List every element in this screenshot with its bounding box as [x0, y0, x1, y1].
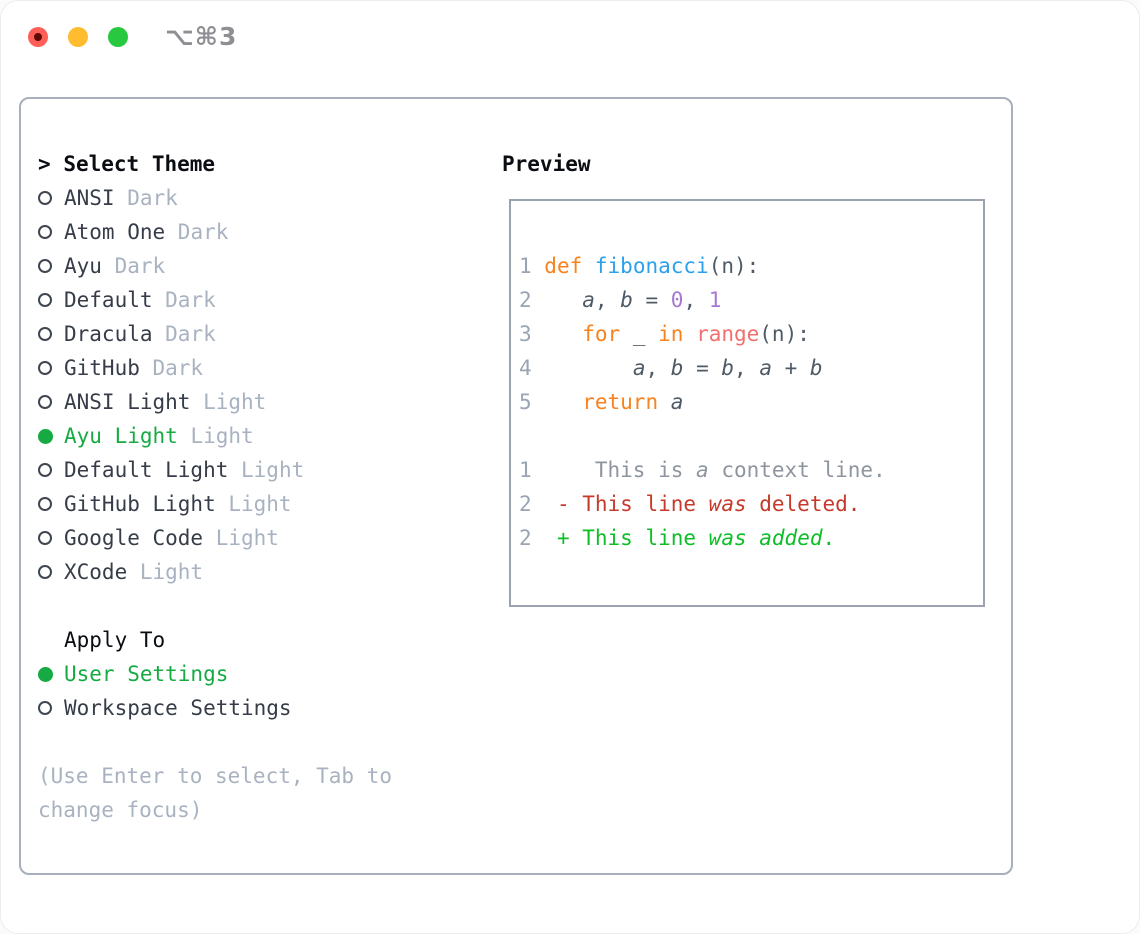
option-label: GitHub Light [64, 492, 216, 516]
radio-icon [38, 395, 52, 409]
zoom-button[interactable] [108, 27, 128, 47]
radio-slot [38, 701, 64, 715]
option-variant-tag: Dark [165, 220, 229, 244]
spacer [38, 725, 392, 759]
minimize-button[interactable] [68, 27, 88, 47]
apply-to-header: Apply To [38, 623, 392, 657]
preview-pane: 1 def fibonacci(n): 2 a, b = 0, 1 3 for _ … [509, 199, 985, 607]
unsaved-dot-icon [34, 33, 42, 41]
theme-list: ANSI Dark Atom One Dark Ayu Dark Default… [38, 181, 392, 589]
radio-slot [38, 361, 64, 375]
radio-icon [38, 463, 52, 477]
hint-text-line1: (Use Enter to select, Tab to [38, 764, 393, 788]
theme-picker-title: Select Theme [63, 152, 216, 176]
option-variant-tag: Light [203, 526, 279, 550]
radio-icon [38, 293, 52, 307]
radio-slot [38, 293, 64, 307]
option-label: User Settings [64, 662, 229, 686]
option-variant-tag: Light [215, 492, 292, 516]
option-variant-tag: Dark [114, 186, 178, 210]
radio-slot [38, 497, 64, 511]
theme-option-default[interactable]: Default Dark [38, 283, 392, 317]
code-line: 2 a, b = 0, 1 [519, 288, 722, 312]
theme-picker-header: > Select Theme [38, 147, 392, 181]
titlebar: ⌥⌘3 [0, 0, 1140, 75]
code-line: 2 + This line was added. [519, 526, 836, 550]
option-label: Google Code [64, 526, 204, 550]
theme-option-ayu[interactable]: Ayu Dark [38, 249, 392, 283]
radio-icon [38, 259, 52, 273]
code-line: 2 - This line was deleted. [519, 492, 861, 516]
code-line: 1 This is a context line. [519, 458, 886, 482]
radio-slot [38, 259, 64, 273]
theme-option-github-light[interactable]: GitHub Light Light [38, 487, 392, 521]
theme-option-ayu-light[interactable]: Ayu Light Light [38, 419, 392, 453]
apply-to-list: User Settings Workspace Settings [38, 657, 392, 725]
apply-option-workspace-settings[interactable]: Workspace Settings [38, 691, 392, 725]
theme-option-default-light[interactable]: Default Light Light [38, 453, 392, 487]
theme-option-ansi[interactable]: ANSI Dark [38, 181, 392, 215]
radio-slot [38, 225, 64, 239]
option-variant-tag: Light [228, 458, 305, 482]
theme-option-dracula[interactable]: Dracula Dark [38, 317, 392, 351]
option-label: Default [64, 288, 153, 312]
code-line: 1 def fibonacci(n): [519, 254, 760, 278]
option-label: Default Light [64, 458, 229, 482]
option-variant-tag: Light [127, 560, 204, 584]
theme-option-google-code[interactable]: Google Code Light [38, 521, 392, 555]
radio-icon [38, 225, 52, 239]
spacer [38, 589, 392, 623]
option-variant-tag: Light [177, 424, 254, 448]
code-line: 4 a, b = b, a + b [519, 356, 823, 380]
option-label: XCode [64, 560, 128, 584]
code-line [519, 419, 886, 453]
radio-icon [38, 531, 52, 545]
option-label: Dracula [64, 322, 153, 346]
option-label: Ayu Light [64, 424, 178, 448]
option-variant-tag: Dark [139, 356, 204, 380]
theme-picker: > Select Theme ANSI Dark Atom One Dark A… [38, 147, 392, 827]
code-line: 3 for _ in range(n): [519, 322, 810, 346]
radio-slot [38, 666, 64, 682]
option-label: GitHub [64, 356, 140, 380]
theme-option-ansi-light[interactable]: ANSI Light Light [38, 385, 392, 419]
option-label: ANSI [64, 186, 115, 210]
window-title: ⌥⌘3 [165, 22, 238, 51]
code-line: 5 return a [519, 390, 684, 414]
option-label: Workspace Settings [64, 696, 292, 720]
option-variant-tag: Dark [152, 322, 216, 346]
option-variant-tag: Light [190, 390, 267, 414]
apply-option-user-settings[interactable]: User Settings [38, 657, 392, 691]
theme-option-github[interactable]: GitHub Dark [38, 351, 392, 385]
option-label: Ayu [64, 254, 102, 278]
radio-slot [38, 327, 64, 341]
option-variant-tag: Dark [101, 254, 166, 278]
apply-to-title: Apply To [64, 628, 166, 652]
radio-slot [38, 463, 64, 477]
radio-icon [38, 666, 53, 682]
radio-slot [38, 565, 64, 579]
radio-icon [38, 565, 52, 579]
code-preview: 1 def fibonacci(n): 2 a, b = 0, 1 3 for _ … [519, 249, 886, 555]
radio-slot [38, 531, 64, 545]
radio-icon [38, 497, 52, 511]
radio-slot [38, 191, 64, 205]
prompt-icon: > [38, 152, 51, 176]
option-label: Atom One [64, 220, 166, 244]
preview-title: Preview [502, 152, 591, 176]
radio-icon [38, 327, 52, 341]
hint-text-line2: change focus) [38, 798, 203, 822]
radio-icon [38, 361, 52, 375]
theme-option-atom-one[interactable]: Atom One Dark [38, 215, 392, 249]
radio-slot [38, 428, 64, 444]
radio-icon [38, 428, 53, 444]
option-label: ANSI Light [64, 390, 191, 414]
radio-icon [38, 191, 52, 205]
theme-option-xcode[interactable]: XCode Light [38, 555, 392, 589]
radio-icon [38, 701, 52, 715]
close-button[interactable] [28, 27, 48, 47]
option-variant-tag: Dark [152, 288, 216, 312]
main-panel: > Select Theme ANSI Dark Atom One Dark A… [19, 97, 1013, 875]
radio-slot [38, 395, 64, 409]
